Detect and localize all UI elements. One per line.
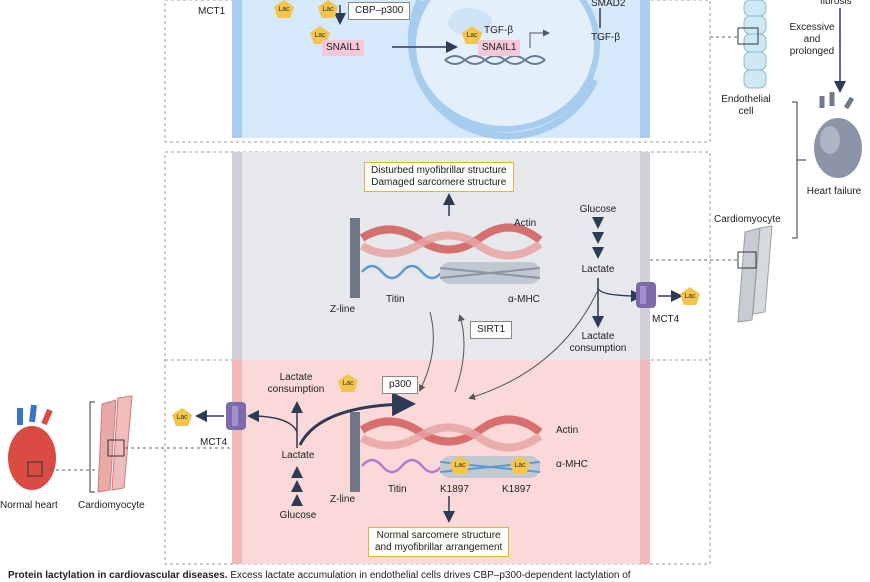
endothelial-cell-chain [743, 0, 767, 89]
lactate-consumption-bottom-2: consumption [267, 384, 325, 395]
lac-token-k1897-b: Lac [510, 456, 530, 474]
alpha-mhc-label-bottom: α-MHC [556, 459, 588, 470]
normal-heart-label: Normal heart [0, 500, 58, 511]
fibrosis-label: fibrosis [820, 0, 852, 7]
cardiomyocyte-fibres-right [737, 225, 773, 323]
lac-token-mct4-left: Lac [172, 408, 192, 426]
heart-failure-label: Heart failure [806, 186, 862, 197]
and-label: and [803, 34, 821, 45]
actin-filament-bottom [359, 415, 543, 452]
titin-label-top: Titin [386, 294, 405, 305]
lac-token-mct4-right: Lac [680, 287, 700, 305]
actin-label-bottom: Actin [556, 425, 579, 436]
disturbed-structure-box: Disturbed myofibrillar structure Damaged… [364, 162, 514, 192]
cell-label: cell [738, 106, 754, 117]
sirt1-box: SIRT1 [470, 321, 513, 339]
titin-label-bottom: Titin [388, 484, 407, 495]
cardiomyocyte-label-left: Cardiomyocyte [78, 500, 145, 511]
cardiomyocyte-fibres-left [97, 395, 133, 493]
disturbed-line-1: Disturbed myofibrillar structure [371, 165, 507, 176]
lac-token: Lac [318, 0, 338, 18]
lactate-consumption-bottom-1: Lactate [279, 372, 313, 383]
mct1-label: MCT1 [198, 6, 226, 17]
caption-text: Excess lactate accumulation in endotheli… [227, 570, 631, 581]
actin-label-top: Actin [514, 218, 537, 229]
lactate-label-top: Lactate [581, 264, 615, 275]
tgfb-output-label: TGF-β [591, 32, 621, 43]
z-line-bar-bottom [350, 412, 360, 492]
lactate-consumption-1: Lactate [581, 331, 615, 342]
lac-token-bottom: Lac [338, 374, 358, 392]
mct4-transporter-left [226, 402, 246, 430]
normal-heart-image [8, 404, 56, 490]
z-line-label-bottom: Z-line [330, 494, 356, 505]
lactate-label-bottom: Lactate [281, 450, 315, 461]
glucose-label-bottom: Glucose [279, 510, 317, 521]
disturbed-line-2: Damaged sarcomere structure [371, 177, 507, 188]
titin-myosin-top [361, 262, 541, 284]
figure-caption: Protein lactylation in cardiovascular di… [8, 570, 868, 582]
tgfb-gene-label: TGF-β [484, 25, 514, 36]
mct4-transporter-right [636, 282, 656, 308]
k1897-label-a: K1897 [440, 484, 469, 495]
mct4-label-left: MCT4 [200, 437, 228, 448]
lac-token: Lac [462, 26, 482, 44]
lactate-consumption-2: consumption [569, 343, 627, 354]
actin-filament-top [359, 223, 543, 260]
normal-structure-box: Normal sarcomere structure and myofibril… [368, 527, 510, 557]
snail1-tag-left: SNAIL1 [322, 40, 365, 56]
normal-line-1: Normal sarcomere structure [376, 530, 501, 541]
alpha-mhc-label-top: α-MHC [508, 294, 540, 305]
smad2-label: SMAD2 [591, 0, 626, 9]
p300-box: p300 [382, 376, 419, 394]
mct4-label-right: MCT4 [652, 314, 680, 325]
lac-token-k1897-a: Lac [450, 456, 470, 474]
failing-heart-image [814, 92, 862, 178]
lac-token: Lac [274, 0, 294, 18]
z-line-bar-top [350, 218, 360, 298]
z-line-label-top: Z-line [330, 304, 356, 315]
cbp-p300-box: CBP–p300 [348, 2, 411, 20]
prolonged-label: prolonged [789, 46, 835, 57]
endothelial-label: Endothelial [721, 94, 771, 105]
normal-line-2: and myofibrillar arrangement [375, 542, 503, 553]
glucose-label-top: Glucose [579, 204, 617, 215]
snail1-tag-right: SNAIL1 [478, 40, 521, 56]
cardiomyocyte-label-right: Cardiomyocyte [714, 214, 781, 225]
top-frame [164, 0, 711, 143]
caption-bold: Protein lactylation in cardiovascular di… [8, 570, 228, 581]
lac-token: Lac [310, 26, 330, 44]
excessive-label: Excessive [789, 22, 835, 33]
k1897-label-b: K1897 [502, 484, 531, 495]
